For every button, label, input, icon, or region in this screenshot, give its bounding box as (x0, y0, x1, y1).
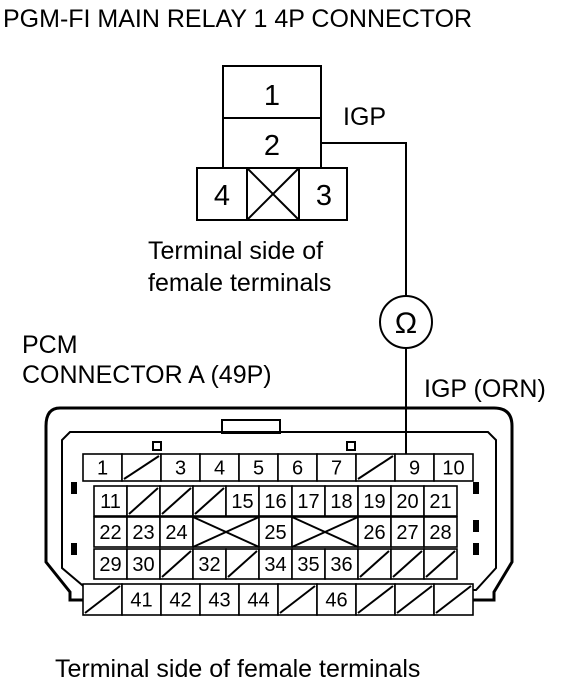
pcm-terminal-label: 23 (132, 522, 154, 544)
pcm-terminal-label: 46 (325, 590, 347, 612)
pcm-caption: Terminal side of female terminals (55, 655, 420, 683)
pcm-terminal-label: 24 (165, 522, 187, 544)
pcm-title-line1: PCM (22, 331, 78, 359)
pcm-title-line2: CONNECTOR A (49P) (22, 361, 272, 389)
pcm-terminal-28 (423, 516, 458, 548)
relay-caption-line1: Terminal side of (148, 237, 323, 265)
cross-icon (291, 516, 359, 548)
blank-slash-icon (128, 487, 159, 515)
ohm-icon: Ω (395, 307, 417, 340)
pcm-terminal-label: 28 (429, 522, 451, 544)
pcm-terminal-label: 4 (214, 458, 225, 480)
pcm-terminal-34 (258, 548, 293, 580)
igp-wire (321, 142, 407, 296)
blank-slash-icon (425, 550, 456, 578)
pcm-terminal-label: 18 (330, 491, 352, 513)
pcm-terminal-label: 29 (99, 554, 121, 576)
pcm-terminal-20 (390, 485, 425, 517)
relay-terminal-3: 3 (316, 180, 332, 212)
blank-slash-icon (84, 585, 121, 614)
blank-slash-icon (435, 585, 472, 614)
blank-slash-icon (396, 585, 433, 614)
pcm-terminal-label: 22 (99, 522, 121, 544)
pcm-terminal-label: 20 (396, 491, 418, 513)
blank-slash-icon (227, 550, 258, 578)
pcm-terminal-25 (258, 516, 293, 548)
pcm-terminal-label: 34 (264, 554, 286, 576)
pcm-terminal-label: 1 (97, 458, 108, 480)
pcm-terminal-label: 32 (198, 554, 220, 576)
pcm-terminal-3 (160, 453, 201, 482)
pcm-terminal-label: 10 (442, 458, 464, 480)
cross-icon (192, 516, 260, 548)
pcm-terminal-label: 41 (130, 590, 152, 612)
pcm-terminal-9 (394, 453, 435, 482)
blank-slash-icon (161, 487, 192, 515)
pcm-terminal-label: 9 (409, 458, 420, 480)
pcm-terminal-label: 30 (132, 554, 154, 576)
blank-slash-icon (161, 550, 192, 578)
relay-terminal-4: 4 (214, 180, 230, 212)
pcm-terminal-label: 11 (100, 491, 121, 513)
relay-caption-line2: female terminals (148, 269, 331, 297)
pcm-terminal-label: 44 (247, 590, 269, 612)
pcm-terminal-15 (225, 485, 260, 517)
pcm-terminal-23 (126, 516, 161, 548)
pcm-terminal-26 (357, 516, 392, 548)
pcm-terminal-30 (126, 548, 161, 580)
pcm-terminal-label: 5 (253, 458, 264, 480)
pcm-terminal-label: 25 (264, 522, 286, 544)
relay-terminal-1: 1 (264, 80, 280, 112)
pcm-terminal-label: 42 (169, 590, 191, 612)
pcm-terminal-label: 27 (396, 522, 418, 544)
pcm-terminal-6 (277, 453, 318, 482)
pcm-terminal-label: 43 (208, 590, 230, 612)
pcm-terminal-36 (324, 548, 359, 580)
pcm-terminal-44 (238, 583, 279, 616)
pcm-terminal-label: 6 (292, 458, 303, 480)
pcm-terminal-label: 21 (429, 491, 451, 513)
pcm-terminal-label: 19 (363, 491, 385, 513)
pcm-terminal-label: 16 (264, 491, 286, 513)
relay-terminal-2: 2 (264, 130, 280, 162)
pcm-terminal-label: 15 (231, 491, 253, 513)
blank-slash-icon (279, 585, 316, 614)
pcm-terminal-5 (238, 453, 279, 482)
ohmmeter-symbol: Ω (379, 295, 433, 349)
pcm-terminal-11 (93, 485, 128, 517)
pcm-terminal-label: 17 (297, 491, 319, 513)
pcm-terminal-label: 26 (363, 522, 385, 544)
pcm-terminal-21 (423, 485, 458, 517)
pcm-terminal-7 (316, 453, 357, 482)
pcm-terminal-label: 7 (331, 458, 342, 480)
pcm-terminal-4 (199, 453, 240, 482)
blank-slash-icon (357, 455, 394, 480)
blank-slash-icon (357, 585, 394, 614)
pcm-wire-label: IGP (ORN) (424, 375, 546, 403)
pcm-terminal-10 (433, 453, 474, 482)
pcm-terminal-label: 35 (297, 554, 319, 576)
pcm-terminal-22 (93, 516, 128, 548)
pcm-terminal-42 (160, 583, 201, 616)
pcm-terminal-label: 36 (330, 554, 352, 576)
igp-wire-label: IGP (343, 103, 386, 131)
diagram-title: PGM-FI MAIN RELAY 1 4P CONNECTOR (3, 5, 472, 33)
blank-slash-icon (359, 550, 390, 578)
pcm-terminal-24 (159, 516, 194, 548)
blank-slash-icon (123, 455, 160, 480)
main-relay-connector: 1 2 4 3 (196, 65, 348, 221)
blank-slash-icon (392, 550, 423, 578)
pcm-terminal-label: 3 (175, 458, 186, 480)
pcm-terminal-19 (357, 485, 392, 517)
pcm-terminal-27 (390, 516, 425, 548)
blank-slash-icon (194, 487, 225, 515)
